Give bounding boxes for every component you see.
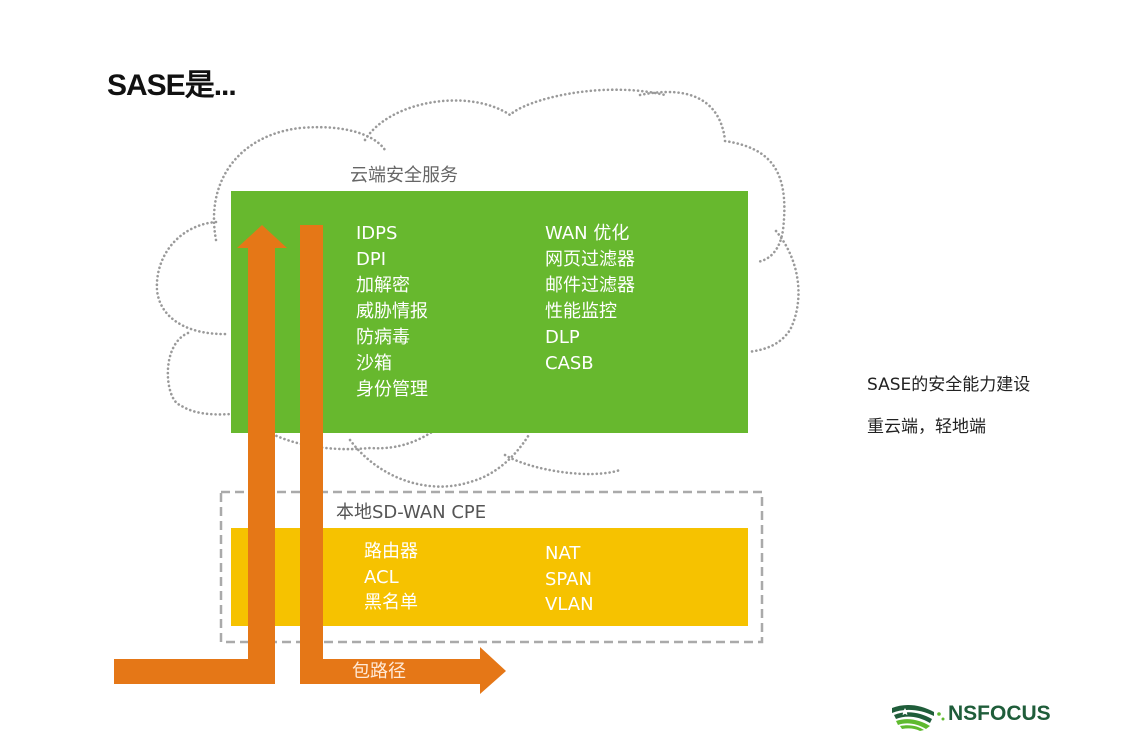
cloud-service-item: CASB (545, 353, 594, 374)
cpe-features-list-right: NAT SPAN VLAN (545, 541, 594, 618)
local-cpe-label: 本地SD-WAN CPE (336, 502, 487, 523)
cpe-feature-item: 黑名单 (364, 592, 418, 613)
nsfocus-logo-text: NSFOCUS (948, 702, 1051, 725)
cloud-service-item: 加解密 (356, 275, 410, 296)
packet-path-inbound-arrow (114, 225, 287, 684)
cloud-services-list-right: WAN 优化 网页过滤器 邮件过滤器 性能监控 DLP CASB (545, 221, 635, 377)
cloud-service-item: 网页过滤器 (545, 249, 635, 270)
cloud-service-item: DPI (356, 249, 387, 270)
cloud-services-list-left: IDPS DPI 加解密 威胁情报 防病毒 沙箱 身份管理 (356, 221, 428, 403)
packet-path-label: 包路径 (352, 661, 406, 682)
cloud-service-item: DLP (545, 327, 580, 348)
cpe-feature-item: 路由器 (364, 541, 418, 562)
side-note-line-1: SASE的安全能力建设 (867, 375, 1031, 395)
cpe-features-list-left: 路由器 ACL 黑名单 (364, 539, 418, 616)
nsfocus-flag-logo-icon (892, 704, 945, 731)
cpe-feature-item: VLAN (545, 594, 594, 615)
cloud-service-item: 威胁情报 (356, 301, 428, 322)
cloud-service-item: 身份管理 (356, 379, 428, 400)
nsfocus-logo: NSFOCUS (890, 700, 1090, 734)
cloud-service-item: 邮件过滤器 (545, 275, 635, 296)
cloud-service-item: IDPS (356, 223, 398, 244)
packet-path-outbound-arrow (300, 225, 506, 694)
cpe-feature-item: ACL (364, 566, 399, 588)
page-title: SASE是... (107, 69, 237, 102)
cloud-service-item: 性能监控 (545, 301, 617, 322)
cpe-feature-item: SPAN (545, 568, 592, 590)
cloud-service-item: 防病毒 (356, 327, 410, 348)
cloud-service-item: 沙箱 (356, 353, 392, 374)
cloud-services-label: 云端安全服务 (350, 165, 458, 186)
cpe-feature-item: NAT (545, 543, 581, 564)
cpe-dashed-border (219, 490, 764, 644)
cloud-outline (155, 88, 800, 488)
cloud-service-item: WAN 优化 (545, 223, 630, 244)
side-note-line-2: 重云端，轻地端 (867, 417, 986, 437)
